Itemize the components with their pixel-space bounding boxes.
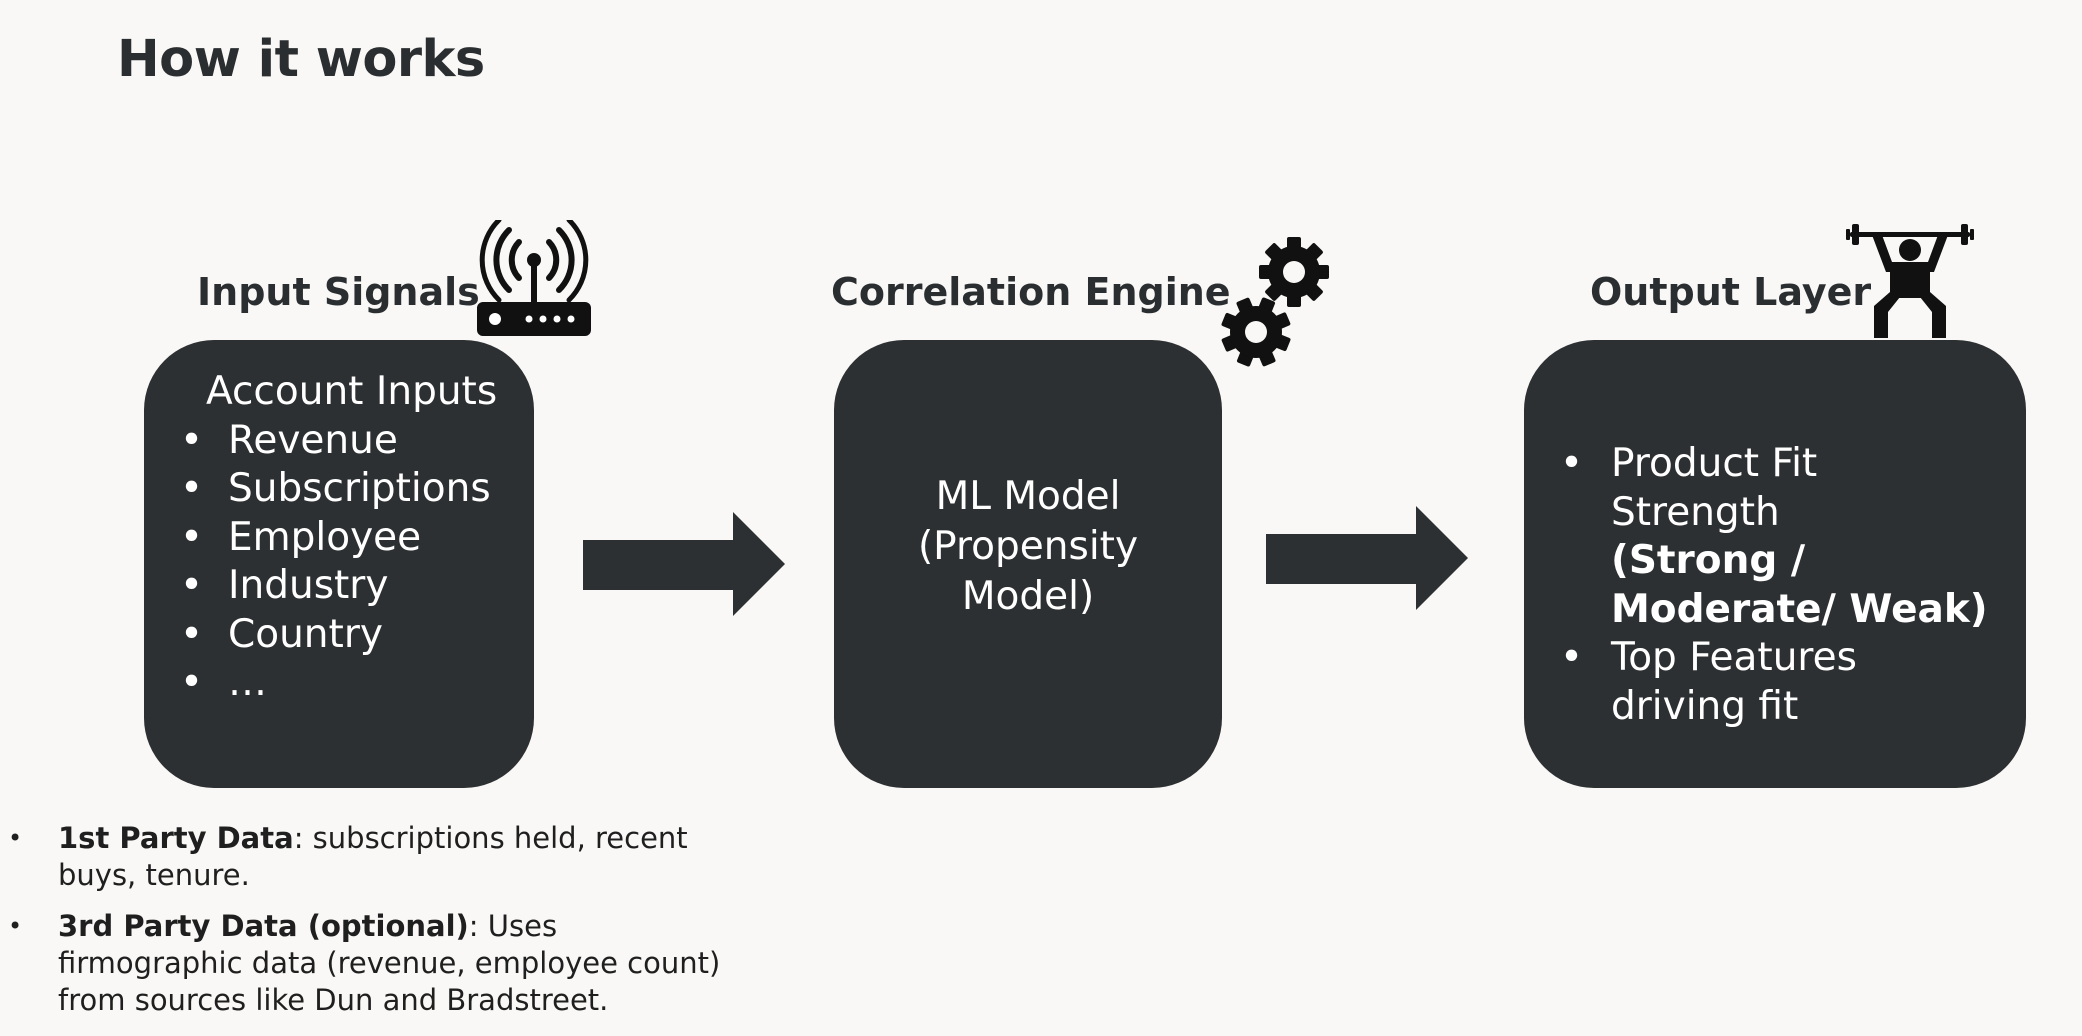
- list-item: Top Features driving fit: [1560, 634, 1996, 731]
- list-item: Industry: [180, 562, 534, 611]
- list-item: 3rd Party Data (optional): Uses firmogra…: [8, 908, 728, 1019]
- first-party-data-label: 1st Party Data: [58, 821, 294, 855]
- input-signals-box: Account Inputs Revenue Subscriptions Emp…: [144, 340, 534, 788]
- list-item: Revenue: [180, 417, 534, 466]
- weightlifter-icon: [1846, 222, 1974, 338]
- fit-strength-levels-line2: Moderate/ Weak): [1611, 586, 1988, 632]
- model-label: Model): [961, 574, 1095, 619]
- router-icon: [475, 220, 593, 338]
- output-layer-box: Product Fit Strength (Strong / Moderate/…: [1524, 340, 2026, 788]
- account-inputs-heading: Account Inputs: [206, 369, 498, 414]
- gears-icon: [1220, 234, 1336, 370]
- account-inputs-list: Revenue Subscriptions Employee Industry …: [180, 417, 534, 708]
- list-item: Country: [180, 611, 534, 660]
- output-layer-title: Output Layer: [1590, 270, 1872, 314]
- list-item: 1st Party Data: subscriptions held, rece…: [8, 820, 728, 894]
- first-party-data-text: : subscriptions held, recent buys, tenur…: [58, 821, 688, 892]
- correlation-engine-box: ML Model (Propensity Model): [834, 340, 1222, 788]
- flow-arrow-right-icon: [1266, 506, 1468, 610]
- output-list: Product Fit Strength (Strong / Moderate/…: [1560, 440, 1996, 731]
- input-signals-title: Input Signals: [197, 270, 480, 314]
- list-item: Employee: [180, 514, 534, 563]
- data-sources-notes: 1st Party Data: subscriptions held, rece…: [8, 820, 728, 1033]
- third-party-data-label: 3rd Party Data (optional): [58, 909, 469, 943]
- list-item: …: [180, 659, 534, 708]
- list-item: Subscriptions: [180, 465, 534, 514]
- flow-arrow-right-icon: [583, 512, 785, 616]
- fit-strength-levels-line1: (Strong /: [1611, 538, 1806, 583]
- list-item: Product Fit Strength (Strong / Moderate/…: [1560, 440, 1996, 634]
- product-fit-strength-text: Product Fit Strength: [1611, 441, 1818, 535]
- page-title: How it works: [117, 30, 485, 89]
- third-party-data-text: : Uses firmographic data (revenue, emplo…: [58, 909, 721, 1017]
- ml-model-label: ML Model: [935, 474, 1121, 519]
- propensity-label: (Propensity: [917, 524, 1139, 569]
- correlation-engine-title: Correlation Engine: [831, 270, 1231, 314]
